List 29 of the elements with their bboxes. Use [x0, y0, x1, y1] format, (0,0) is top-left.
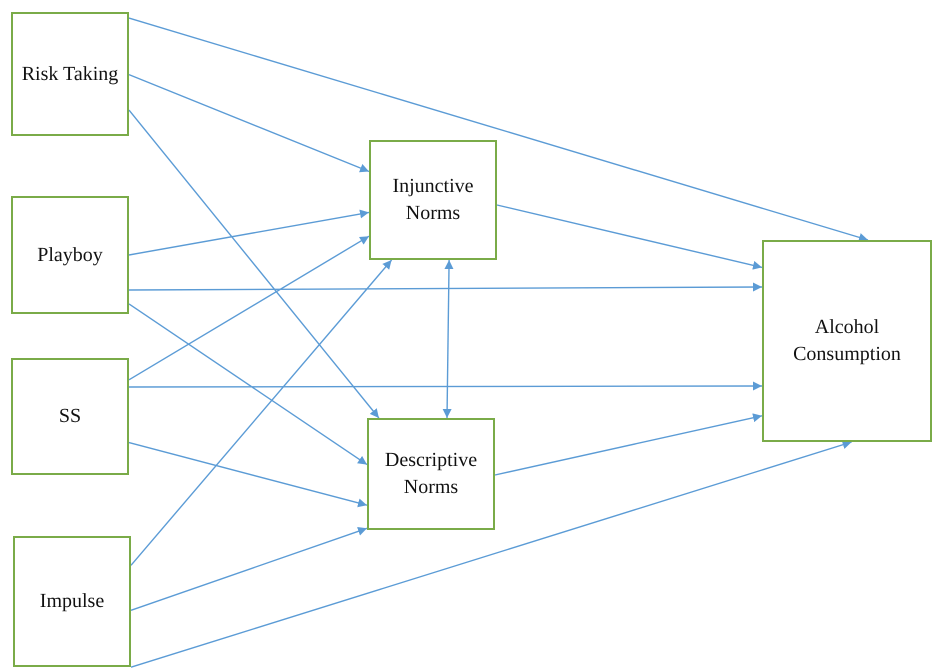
arrow — [496, 204, 762, 270]
variable-box — [11, 358, 129, 475]
arrow — [130, 527, 368, 611]
arrow — [442, 260, 454, 418]
arrow — [128, 236, 370, 380]
variable-box — [13, 536, 131, 667]
variable-label: SS — [58, 404, 82, 429]
arrow — [128, 210, 370, 256]
arrow — [130, 260, 392, 566]
variable-label: Playboy — [36, 242, 104, 268]
variable-label: Descriptive Norms — [384, 448, 478, 500]
variable-box — [369, 140, 497, 260]
arrow — [494, 413, 762, 476]
arrow — [128, 442, 368, 508]
variable-label: Injunctive Norms — [391, 174, 475, 226]
arrow — [129, 382, 762, 391]
variable-box — [11, 196, 129, 314]
arrow — [128, 74, 370, 172]
arrow — [128, 17, 868, 242]
variable-box — [367, 418, 495, 530]
variable-label: Alcohol Consumption — [792, 315, 902, 367]
variable-box — [11, 12, 129, 136]
arrow — [129, 282, 762, 292]
arrow — [128, 110, 380, 418]
variable-label: Risk Taking — [20, 62, 120, 86]
variable-label: Impulse — [38, 589, 106, 614]
variable-box — [762, 240, 932, 442]
arrow — [128, 303, 368, 466]
arrow — [130, 440, 852, 668]
